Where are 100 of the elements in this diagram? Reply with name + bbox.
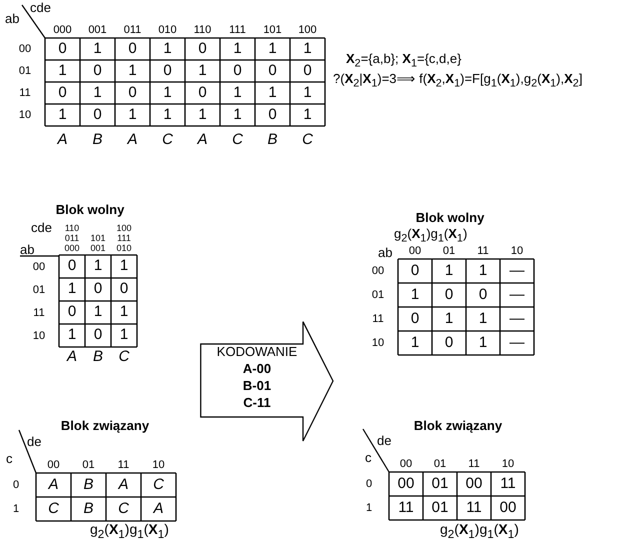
row-code: 01	[370, 289, 386, 302]
map-value: 1	[232, 106, 243, 123]
variable-name: c	[6, 452, 12, 466]
row-code: 10	[370, 337, 386, 350]
row-code: 1	[12, 503, 20, 516]
map-value: —	[508, 286, 526, 303]
map-value: 0	[302, 62, 313, 79]
map-value: A	[46, 476, 60, 493]
map-value: 0	[118, 281, 130, 298]
map-value: 0	[92, 281, 104, 298]
column-code: 00	[408, 244, 422, 257]
row-code: 1	[364, 502, 374, 514]
row-code: 00	[18, 43, 32, 56]
column-code: 100	[297, 24, 318, 36]
column-code: 000	[52, 24, 73, 36]
variable-name: ab	[20, 243, 34, 258]
map-value: 1	[118, 258, 130, 274]
row-code: 01	[18, 65, 32, 78]
row-code: 11	[32, 306, 46, 319]
row-code: 00	[32, 260, 46, 273]
map-value: 0	[267, 106, 278, 123]
map-value: 1	[162, 106, 173, 123]
map-value: B	[82, 476, 94, 493]
column-code: 001	[87, 24, 108, 36]
map-value: 1	[57, 62, 68, 79]
map-value: C	[47, 500, 60, 517]
class-letter: A	[126, 132, 138, 148]
row-code: 01	[32, 284, 46, 296]
row-code: 0	[12, 479, 20, 492]
map-value: 1	[232, 40, 243, 57]
variable-name: cde	[31, 221, 52, 236]
map-value: 0	[197, 84, 208, 101]
map-value: 0	[92, 106, 103, 123]
column-code: 10	[510, 244, 524, 257]
variable-name: g$_{2}$(X$_{1}$)g$_{1}$(X$_{1}$)	[394, 227, 468, 246]
class-letter: C	[118, 349, 130, 366]
map-value: 0	[66, 258, 78, 274]
map-value: 00	[498, 500, 518, 516]
column-code: 110	[192, 24, 212, 36]
map-value: 11	[465, 500, 483, 516]
map-value: 1	[127, 106, 138, 123]
column-code: 100 111 010	[115, 223, 133, 253]
map-value: 1	[66, 327, 78, 344]
map-value: 1	[197, 62, 208, 79]
column-code: 10	[500, 458, 516, 470]
column-code: 01	[442, 244, 456, 257]
class-letter: B	[266, 132, 278, 148]
row-code: 11	[18, 87, 32, 100]
map-value: 00	[396, 476, 416, 492]
map-value: 0	[127, 84, 138, 101]
map-value: C	[117, 500, 130, 517]
map-value: 1	[444, 262, 454, 279]
column-code: 00	[46, 458, 61, 471]
map-value: 01	[430, 476, 450, 492]
column-code: 11	[467, 458, 481, 470]
map-value: 11	[499, 476, 517, 492]
map-value: 1	[410, 286, 420, 303]
function-label: g$_{2}$(X$_{1}$)g$_{1}$(X$_{1}$)	[90, 522, 169, 542]
block-title: Blok wolny	[54, 203, 126, 218]
map-value: 1	[197, 106, 208, 123]
column-code: 01	[432, 458, 448, 470]
map-value: 1	[302, 84, 313, 101]
column-code: 11	[476, 244, 490, 257]
map-value: 1	[118, 327, 130, 344]
map-value: 1	[66, 281, 78, 298]
code-assignment: A-00	[242, 362, 272, 376]
column-code: 101	[262, 24, 283, 36]
map-value: 0	[92, 327, 104, 344]
code-assignment: C-11	[242, 396, 272, 410]
formula-text: X$_{2}$={a,b}; X$_{1}$={c,d,e}	[346, 52, 462, 70]
map-value: 1	[478, 310, 488, 327]
map-value: 1	[302, 40, 313, 57]
map-value: 1	[410, 334, 420, 351]
map-value: 0	[232, 62, 243, 79]
map-value: 1	[127, 62, 138, 79]
map-value: C	[152, 476, 165, 493]
map-value: 1	[92, 40, 103, 57]
class-letter: A	[65, 349, 78, 366]
map-value: 01	[430, 500, 450, 516]
map-value: 1	[267, 40, 278, 57]
map-value: 1	[232, 84, 243, 101]
map-value: 0	[92, 62, 103, 79]
map-value: 0	[410, 262, 420, 279]
row-code: 11	[371, 313, 385, 326]
class-letter: B	[91, 132, 104, 148]
map-value: 1	[478, 262, 488, 279]
map-value: 1	[92, 84, 103, 101]
map-value: 0	[57, 40, 68, 57]
map-value: 0	[267, 62, 278, 79]
arrow-heading: KODOWANIE	[216, 345, 298, 360]
class-letter: A	[56, 132, 68, 148]
map-value: 11	[397, 500, 415, 516]
map-value: 1	[478, 334, 488, 351]
map-value: 0	[197, 40, 208, 57]
variable-name: de	[377, 434, 392, 448]
column-code: 111	[228, 24, 247, 36]
map-value: 0	[444, 286, 454, 303]
block-title: Blok wolny	[414, 211, 486, 226]
block-title: Blok związany	[412, 419, 504, 434]
map-value: 0	[127, 40, 138, 57]
